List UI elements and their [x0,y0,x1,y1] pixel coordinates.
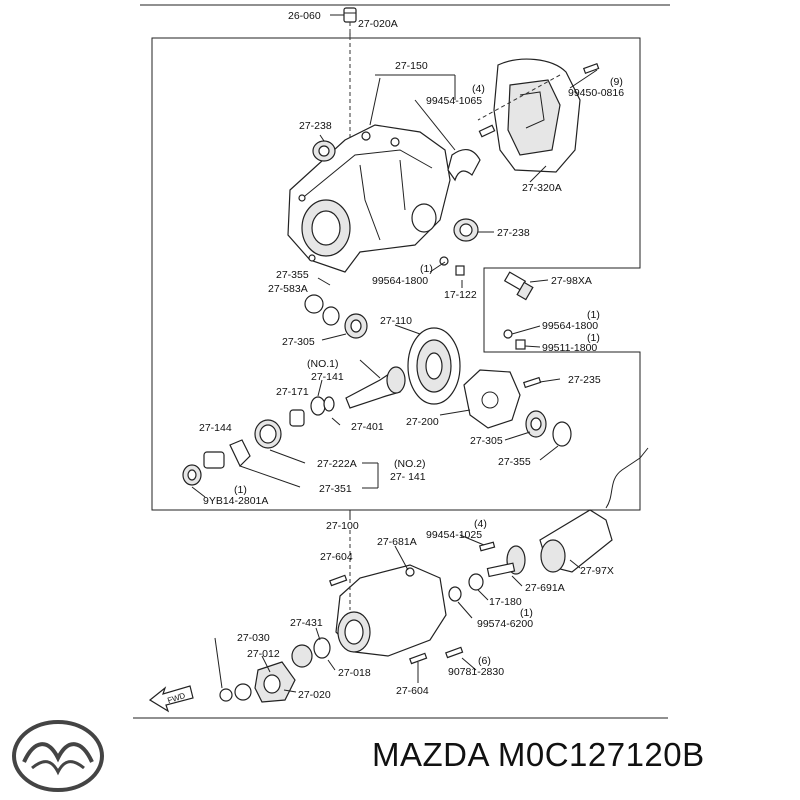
label-qty-1b: (1) [587,309,600,321]
label-27-020: 27-020 [298,689,331,701]
label-qty-4a: (4) [472,83,485,95]
label-90781-2830: 90781-2830 [448,666,504,678]
label-27-150: 27-150 [395,60,428,72]
label-qty-1d: (1) [234,484,247,496]
label-27-320A: 27-320A [522,182,562,194]
brand-part-number: MAZDA M0C127120B [372,736,705,773]
washer-and-plug [439,256,465,276]
label-99564-1800-lower: 99564-1800 [542,320,598,332]
output-flange-shaft [448,541,526,602]
breather-plug [343,7,357,140]
label-27-222A: 27-222A [317,458,357,470]
pinion-spacers [182,396,335,486]
label-27-141-no2: 27- 141 [390,471,426,483]
leader-lines [191,14,598,693]
differential-housing [287,124,451,273]
side-bearings [304,294,368,339]
label-27-141-no1: 27-141 [311,371,344,383]
label-99574-6200: 99574-6200 [477,618,533,630]
label-27-681A: 27-681A [377,536,417,548]
label-27-012: 27-012 [247,648,280,660]
label-qty-1c: (1) [587,332,600,344]
label-99564-1800-upper: 99564-1800 [372,275,428,287]
label-qty-9: (9) [610,76,623,88]
oil-seal-right [453,218,479,242]
label-27-238-lower: 27-238 [497,227,530,239]
label-27-305-lower: 27-305 [470,435,503,447]
actuator-motor [539,447,649,573]
label-27-98XA: 27-98XA [551,275,592,287]
rear-cover [477,58,581,173]
companion-flange [219,637,464,703]
label-99454-1025: 99454-1025 [426,529,482,541]
label-qty-6: (6) [478,655,491,667]
label-26-060: 26-060 [288,10,321,22]
label-27-144: 27-144 [199,422,232,434]
label-27-401: 27-401 [351,421,384,433]
label-no2: (NO.2) [394,458,426,470]
label-no1: (NO.1) [307,358,339,370]
label-qty-1e: (1) [520,607,533,619]
label-qty-4b: (4) [474,518,487,530]
label-27-583A: 27-583A [268,283,308,295]
label-99454-1065: 99454-1065 [426,95,482,107]
label-27-691A: 27-691A [525,582,565,594]
label-27-020A: 27-020A [358,18,398,30]
label-27-431: 27-431 [290,617,323,629]
fwd-arrow-icon [148,685,194,713]
part-labels: 26-060 27-020A 27-150 (4) 99454-1065 27-… [166,10,624,705]
label-17-122: 17-122 [444,289,477,301]
label-27-030: 27-030 [237,632,270,644]
label-27-171: 27-171 [276,386,309,398]
ring-gear [407,327,461,405]
label-27-305-upper: 27-305 [282,336,315,348]
diff-case [463,369,542,429]
label-27-110: 27-110 [380,315,412,327]
label-27-355-lower: 27-355 [498,456,531,468]
label-17-180: 17-180 [489,596,522,608]
upper-assembly-frame [151,37,641,511]
diff-right-bearings [525,410,572,447]
bearing-cap [369,77,496,182]
mazda-logo-icon [12,720,104,792]
label-99450-0816: 99450-0816 [568,87,624,99]
label-27-200: 27-200 [406,416,439,428]
label-27-235: 27-235 [568,374,601,386]
label-27-018: 27-018 [338,667,371,679]
label-27-355-upper: 27-355 [276,269,309,281]
label-27-604-lower: 27-604 [396,685,429,697]
cover-bolt [582,62,600,74]
label-27-351: 27-351 [319,483,352,495]
label-9YB14-2801A: 9YB14-2801A [203,495,268,507]
label-27-97X: 27-97X [580,565,614,577]
label-99511-1800: 99511-1800 [542,342,597,354]
label-qty-1a: (1) [420,263,433,275]
drive-pinion [345,366,406,409]
speed-sensor [503,271,534,350]
label-27-238-upper: 27-238 [299,120,332,132]
label-27-100: 27-100 [326,520,359,532]
oil-seal-left [312,140,336,162]
front-housing [329,564,447,657]
label-27-604-upper: 27-604 [320,551,353,563]
